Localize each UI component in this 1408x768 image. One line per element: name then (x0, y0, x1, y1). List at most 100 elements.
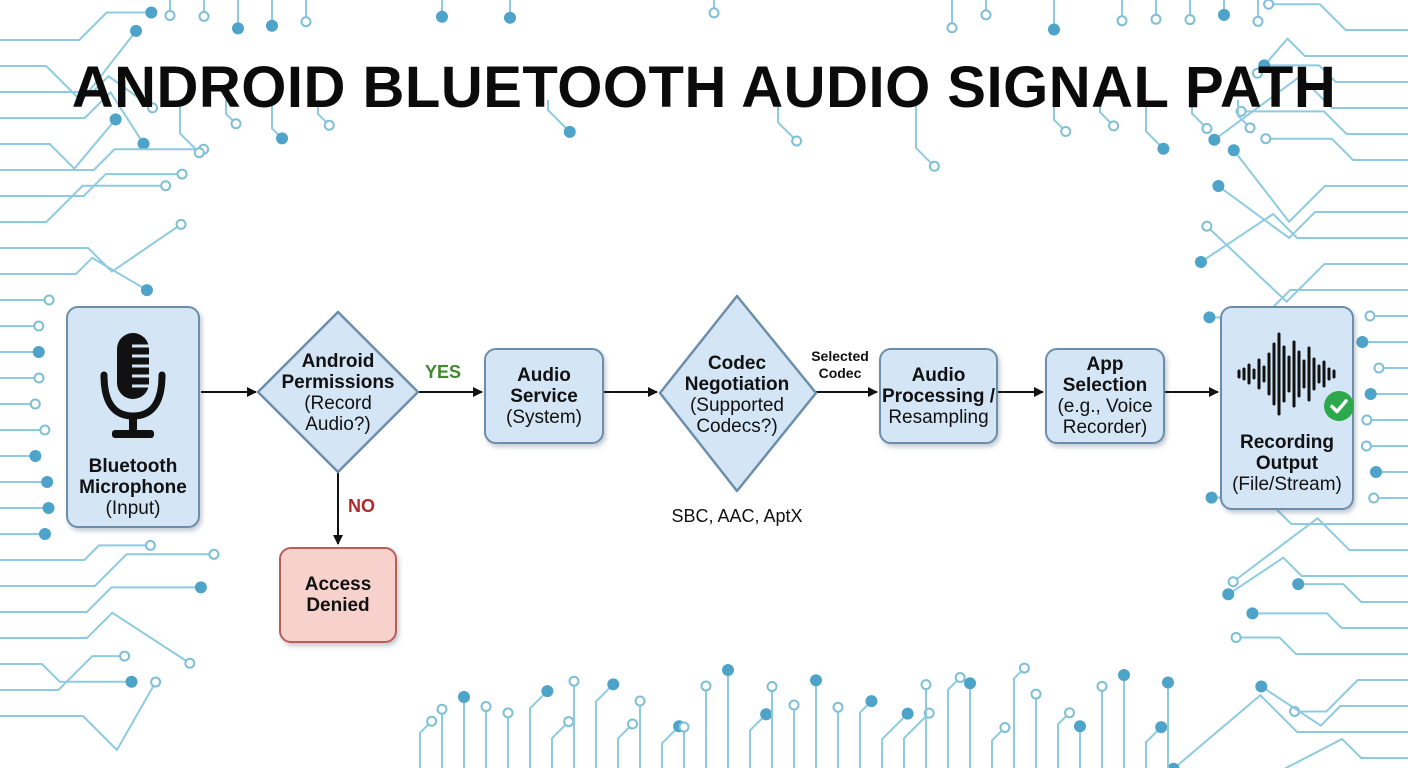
circuit-trace (1252, 612, 1408, 629)
circuit-node (33, 320, 45, 332)
circuit-node (1208, 133, 1221, 146)
circuit-trace (1256, 37, 1408, 74)
circuit-node (1258, 59, 1271, 72)
circuit-node (1246, 607, 1259, 620)
recording-output-node: Recording Output (File/Stream) (1220, 306, 1354, 510)
selected-codec-line1: Selected (811, 348, 869, 364)
app-sub-line1: (e.g., Voice (1057, 396, 1153, 417)
circuit-trace (0, 90, 145, 145)
circuit-trace (0, 544, 151, 561)
circuit-node (678, 721, 690, 733)
page-title: ANDROID BLUETOOTH AUDIO SIGNAL PATH (71, 55, 1337, 120)
output-title-line1: Recording (1240, 432, 1334, 453)
circuit-trace (547, 100, 571, 133)
circuit-node (1218, 8, 1230, 21)
circuit-node (1118, 669, 1130, 682)
circuit-node (147, 102, 159, 114)
circuit-node (810, 674, 822, 687)
circuit-trace (0, 74, 154, 109)
circuit-trace (1227, 556, 1408, 596)
circuit-trace (1145, 726, 1162, 768)
codec-negotiation-label: Codec Negotiation (Supported Codecs?) (666, 352, 808, 438)
no-label: NO (348, 496, 375, 516)
check-circle-icon (1324, 391, 1354, 421)
selected-codec-label: Selected Codec (805, 348, 875, 382)
permissions-sub-line2: Audio?) (305, 414, 371, 435)
waveform-icon (1237, 332, 1336, 416)
circuit-trace (617, 723, 634, 768)
circuit-node (980, 9, 992, 21)
circuit-node (144, 539, 156, 551)
circuit-trace (749, 713, 767, 768)
circuit-node (1060, 126, 1072, 138)
circuit-node (198, 10, 210, 22)
circuit-node (38, 528, 51, 540)
circuit-node (1368, 492, 1380, 504)
circuit-trace (0, 11, 152, 41)
circuit-node (700, 680, 712, 692)
circuit-node (300, 16, 312, 28)
app-title-line2: Selection (1062, 375, 1148, 396)
circuit-node (946, 22, 958, 34)
codec-title-line2: Negotiation (684, 374, 790, 395)
processing-title-line1: Audio (911, 364, 966, 386)
processing-subtitle: Resampling (888, 406, 989, 428)
codec-sub-line2: Codecs?) (696, 416, 778, 437)
circuit-trace (1294, 679, 1408, 713)
permissions-diamond (256, 310, 420, 474)
circuit-trace (947, 676, 961, 768)
circuit-node (1116, 15, 1128, 27)
circuit-node (1201, 220, 1213, 232)
circuit-node (1230, 631, 1242, 643)
circuit-trace (0, 553, 214, 587)
circuit-node (1292, 578, 1305, 591)
circuit-trace (1268, 3, 1408, 31)
circuit-trace (1264, 64, 1408, 83)
circuit-node (193, 147, 205, 159)
circuit-node (230, 118, 242, 130)
circuit-trace (1241, 110, 1408, 135)
circuit-node (964, 677, 976, 690)
circuit-node (1364, 388, 1377, 400)
circuit-node (1373, 362, 1385, 374)
codec-title-line1: Codec (707, 353, 767, 374)
circuit-node (901, 707, 914, 720)
circuit-node (928, 160, 940, 172)
circuit-trace (1298, 583, 1408, 603)
circuit-trace (595, 683, 614, 768)
selected-codec-line2: Codec (818, 365, 862, 381)
circuit-trace (1265, 137, 1408, 161)
mic-subtitle: (Input) (105, 498, 161, 519)
circuit-node (999, 722, 1011, 734)
circuit-trace (0, 586, 201, 613)
circuit-node (145, 6, 158, 19)
circuit-node (1369, 466, 1382, 478)
bluetooth-microphone-node: Bluetooth Microphone (Input) (66, 306, 200, 528)
circuit-trace (0, 118, 117, 171)
circuit-node (436, 10, 448, 23)
circuit-node (1263, 0, 1275, 10)
circuit-node (184, 657, 196, 669)
circuit-node (1356, 336, 1369, 348)
circuit-node (832, 701, 844, 713)
circuit-node (1251, 67, 1263, 79)
circuit-node (1212, 180, 1225, 193)
circuit-trace (777, 100, 798, 142)
permissions-title-line1: Android (301, 351, 375, 372)
circuit-trace (179, 100, 200, 154)
circuit-trace (1237, 100, 1251, 129)
circuit-trace (991, 726, 1006, 768)
permissions-label: Android Permissions (Record Audio?) (268, 350, 408, 436)
circuit-node (29, 398, 41, 410)
circuit-node (1201, 123, 1213, 135)
circuit-node (160, 180, 172, 192)
circuit-trace (0, 611, 191, 665)
permissions-title-line2: Permissions (281, 372, 395, 393)
circuit-trace (0, 30, 137, 103)
audio-service-node: Audio Service (System) (484, 348, 604, 444)
mic-title-line1: Bluetooth (88, 456, 178, 477)
circuit-node (563, 125, 576, 138)
audio-processing-node: Audio Processing / Resampling (879, 348, 998, 444)
circuit-node (1150, 13, 1162, 25)
